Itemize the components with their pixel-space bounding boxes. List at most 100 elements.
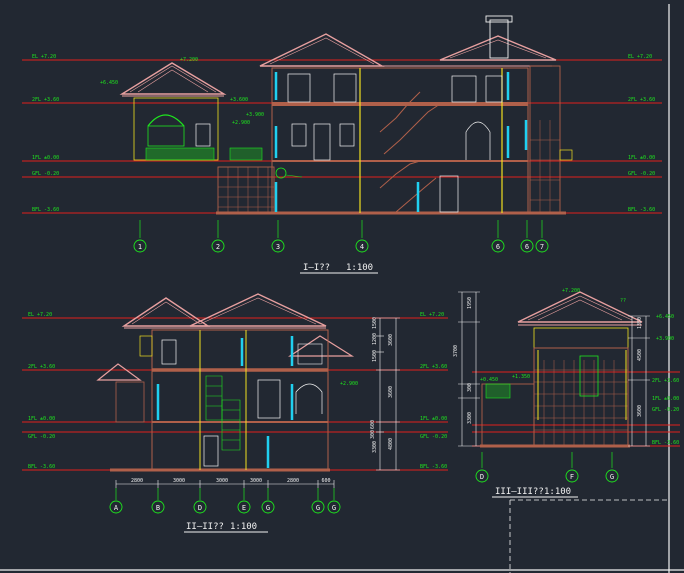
s1-grid-label: 7 — [540, 243, 544, 251]
section-2-level-lines — [22, 317, 448, 471]
s1-grid-bubble — [520, 239, 534, 253]
s3-annotation: +0.450 — [480, 377, 498, 383]
s2-dim-right: 1500 — [372, 350, 378, 362]
s3-grid-bubble — [475, 469, 489, 483]
section-1-building — [119, 15, 573, 215]
s2-dim-bottom: 2800 — [131, 478, 143, 484]
s2-grid-label: G — [332, 504, 336, 512]
s2-grid-bubble — [151, 500, 165, 514]
s2-grid-label: A — [114, 504, 119, 512]
s2-dim-right: 4800 — [388, 438, 394, 450]
s2-grid-bubble — [311, 500, 325, 514]
s2-grid-label: B — [156, 504, 160, 512]
s1-level-label-right: 1FL ±0.00 — [628, 155, 655, 161]
section-1-grid-axes: 1 2 3 4 6 6 7 — [133, 220, 549, 253]
s2-dim-bottom: 3000 — [173, 478, 185, 484]
s1-grid-bubble — [535, 239, 549, 253]
s1-grid-bubble — [355, 239, 369, 253]
s2-dim-right: 3600 — [388, 334, 394, 346]
s2-dim-right: 1200 — [372, 333, 378, 345]
s2-grid-label: G — [266, 504, 270, 512]
s2-grid-label: G — [316, 504, 320, 512]
s3-grid-bubble — [605, 469, 619, 483]
s2-level-label-right: GFL -0.20 — [420, 434, 447, 440]
s2-dim-right: 3600 — [388, 386, 394, 398]
s1-level-label-right: GFL -0.20 — [628, 171, 655, 177]
s3-dim-right: 3600 — [637, 405, 643, 417]
s2-grid-bubble — [327, 500, 341, 514]
section-2-dims-right: 1500 1200 1500 3600 600 300 3300 3600 48… — [370, 317, 400, 471]
s1-level-label-left: 1FL ±0.00 — [32, 155, 59, 161]
s2-dim-right: 600 — [370, 420, 376, 429]
s1-grid-label: 6 — [496, 243, 500, 251]
s3-grid-label: F — [570, 473, 574, 481]
s1-grid-bubble — [491, 239, 505, 253]
s3-level-label-right: +6.450 — [656, 314, 674, 320]
section-2-grid-axes: A B D E G G G — [109, 488, 341, 514]
s3-level-label-right: GFL -0.20 — [652, 407, 679, 413]
s1-grid-label: 2 — [216, 243, 220, 251]
s1-grid-bubble — [211, 239, 225, 253]
s1-level-label-left: GFL -0.20 — [32, 171, 59, 177]
s3-level-label-right: 2FL +3.60 — [652, 378, 679, 384]
s1-level-label-left: BFL -3.60 — [32, 207, 59, 213]
s3-annotation: ?? — [620, 298, 626, 304]
s2-dim-bottom: 3000 — [250, 478, 262, 484]
s2-annotation: +2.900 — [340, 381, 358, 387]
s2-level-label-left: 1FL ±0.00 — [28, 416, 55, 422]
s3-grid-label: G — [610, 473, 614, 481]
s1-grid-label: 3 — [276, 243, 280, 251]
s2-dim-right: 3300 — [372, 441, 378, 453]
s3-dim-left: 1950 — [467, 297, 473, 309]
s1-level-label-left: EL +7.20 — [32, 54, 56, 60]
s2-grid-bubble — [193, 500, 207, 514]
s2-grid-label: D — [198, 504, 202, 512]
s2-level-label-right: EL +7.20 — [420, 312, 444, 318]
s1-annotation: +3.600 — [230, 97, 248, 103]
s1-annotation: +7.200 — [180, 57, 198, 63]
s1-annotation: +3.900 — [246, 112, 264, 118]
s3-dim-right: 4500 — [637, 349, 643, 361]
s2-grid-bubble — [109, 500, 123, 514]
s2-grid-label: E — [242, 504, 246, 512]
s3-dim-left: 3300 — [467, 412, 473, 424]
s3-dim-right: 1350 — [637, 317, 643, 329]
section-3-building — [480, 291, 643, 448]
s1-annotation: +6.450 — [100, 80, 118, 86]
section-2-building — [96, 293, 355, 472]
s2-dim-bottom: 3000 — [216, 478, 228, 484]
s3-grid-label: D — [480, 473, 484, 481]
section-3-title-block: III—III?? 1:100 — [492, 487, 578, 498]
s2-level-label-left: BFL -3.60 — [28, 464, 55, 470]
s3-annotation: +1.350 — [512, 374, 530, 380]
s1-grid-bubble — [133, 239, 147, 253]
s3-annotation: +7.200 — [562, 288, 580, 294]
section-2-title-block: II—II?? 1:100 — [184, 522, 268, 533]
section-3-level-labels: +6.450 +3.900 2FL +3.60 1FL ±0.00 GFL -0… — [480, 288, 679, 446]
s2-dim-right: 300 — [370, 430, 376, 439]
s2-level-label-left: 2FL +3.60 — [28, 364, 55, 370]
s2-level-label-right: 1FL ±0.00 — [420, 416, 447, 422]
s1-level-label-right: 2FL +3.60 — [628, 97, 655, 103]
s3-grid-bubble — [565, 469, 579, 483]
section-1-level-labels: EL +7.20 2FL +3.60 1FL ±0.00 GFL -0.20 B… — [32, 54, 655, 213]
s3-dim-left: 300 — [467, 383, 473, 392]
s3-level-label-right: +3.900 — [656, 336, 674, 342]
section-1-scale: 1:100 — [346, 263, 373, 273]
s1-grid-label: 6 — [525, 243, 529, 251]
s2-level-label-left: EL +7.20 — [28, 312, 52, 318]
section-3-dims-right: 1350 4500 3600 — [628, 315, 650, 447]
s1-level-label-right: BFL -3.60 — [628, 207, 655, 213]
section-3-scale: 1:100 — [544, 487, 571, 497]
section-3-dims-left: 1950 3700 300 3300 — [453, 291, 480, 447]
s2-dim-bottom: 2800 — [287, 478, 299, 484]
section-3-grid-axes: D F G — [475, 452, 619, 483]
s3-level-label-right: 1FL ±0.00 — [652, 396, 679, 402]
section-3-level-lines — [472, 371, 680, 447]
section-1-title: I—I?? — [303, 263, 330, 273]
section-2-dims-bottom: 2800 3000 3000 3000 2800 600 — [115, 478, 335, 488]
s2-grid-bubble — [261, 500, 275, 514]
section-3-title: III—III?? — [495, 487, 544, 497]
s2-dim-right: 1500 — [372, 317, 378, 329]
